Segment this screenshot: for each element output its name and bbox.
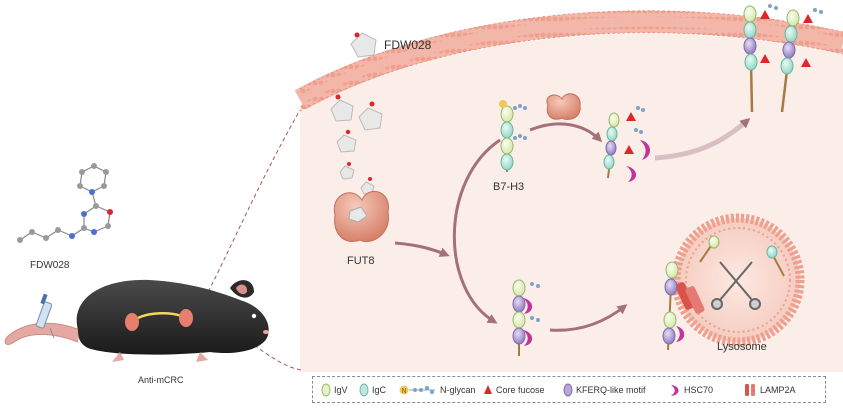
mouse-tail <box>4 322 81 345</box>
lysosome <box>671 213 805 347</box>
arrow-b7h3-right <box>529 122 603 143</box>
drug-label-top: FDW028 <box>384 38 432 52</box>
mouse-label: Anti-mCRC <box>138 375 184 385</box>
igc-oval-icon <box>359 383 369 396</box>
arrow-b7h3-down <box>452 138 501 324</box>
n-glycan-icon: N <box>399 385 435 395</box>
mouse-illustration <box>4 279 269 362</box>
core-fucose-triangle-icon <box>484 384 492 394</box>
igv-oval-icon <box>321 383 331 396</box>
arrow-fut8-to-lower <box>394 241 450 257</box>
legend-item-hsc70: HSC70 <box>669 377 713 402</box>
legend-item-core-fucose: Core fucose <box>483 377 545 402</box>
zoom-line-top <box>204 109 301 299</box>
lamp2a-icon <box>745 383 755 396</box>
fdw028-structure <box>19 165 111 241</box>
lamp2a-complex <box>662 261 705 351</box>
lower-b7h3-hsc70 <box>512 279 540 356</box>
legend-item-lamp2a: LAMP2A <box>743 377 796 402</box>
n-glycan-letter: N <box>401 388 406 395</box>
fut8-small-enzyme <box>546 93 581 120</box>
scissors-icon <box>711 261 761 310</box>
fdw028-structure-atoms <box>17 163 113 243</box>
fut8-enzyme <box>333 190 389 242</box>
hsc70-crescent-icon <box>671 384 679 396</box>
legend-item-kferq: KFERQ-like motif <box>563 377 646 402</box>
arrow-to-membrane <box>654 118 751 161</box>
cell-membrane <box>294 10 843 110</box>
legend-item-n-glycan: N N-glycan <box>399 377 476 402</box>
kferq-motif-icon <box>563 383 573 396</box>
b7h3-molecule <box>499 100 527 172</box>
mouse-body <box>76 279 269 355</box>
arrow-to-lysosome <box>549 304 628 332</box>
drug-structure-label: FDW028 <box>30 260 70 271</box>
legend-item-igc: IgC <box>359 377 386 402</box>
fdw028-drug-icons <box>330 32 383 195</box>
legend-item-igv: IgV <box>321 377 348 402</box>
syringe-icon <box>35 293 55 339</box>
fut8-label: FUT8 <box>347 255 375 267</box>
lysosome-label: Lysosome <box>717 341 767 353</box>
membrane-b7h3-pair <box>743 4 823 113</box>
fucosylated-b7h3 <box>603 106 651 182</box>
legend: IgV IgC N N-glycan Core fucose KFERQ-lik… <box>312 376 826 403</box>
b7h3-label: B7-H3 <box>493 181 525 193</box>
